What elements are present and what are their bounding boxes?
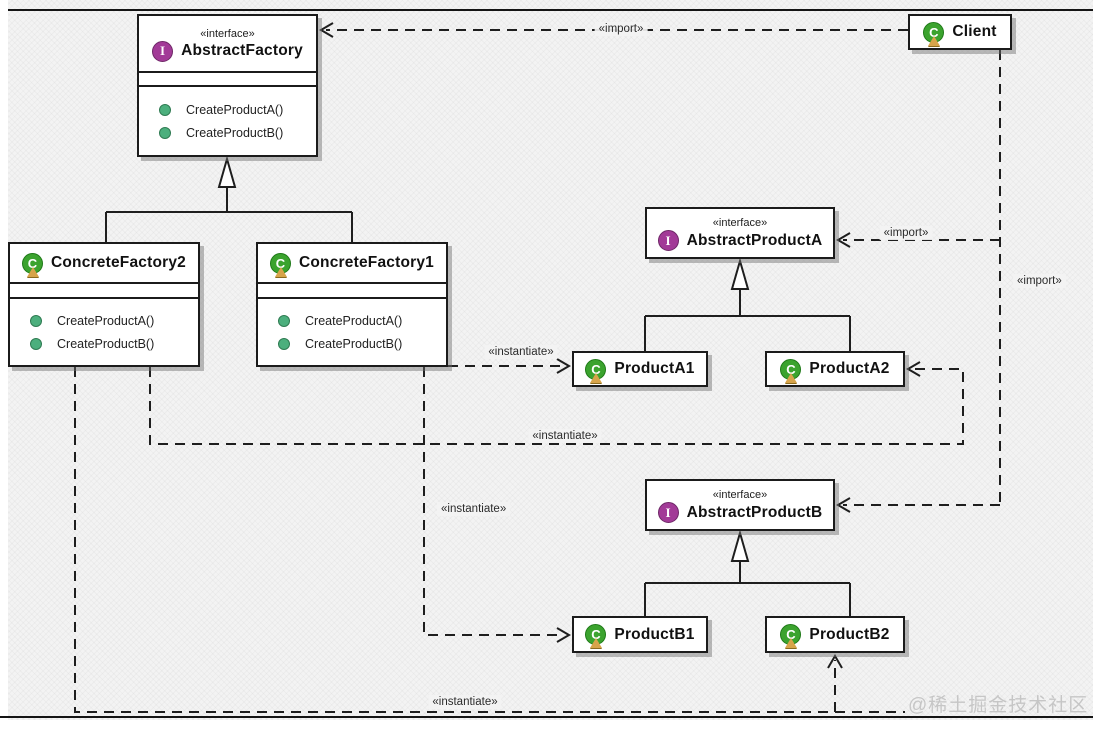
- class-node-product-a1: C ProductA1: [572, 351, 708, 387]
- class-icon-triangle: [590, 638, 603, 648]
- class-node-concrete-factory1: C ConcreteFactory1 CreateProductA() Crea…: [256, 242, 448, 367]
- edge-label-import-client-product-b: «import»: [1013, 274, 1066, 288]
- method-visibility-icon: [159, 103, 171, 116]
- method-row: CreateProductA(): [159, 103, 316, 117]
- method-visibility-icon: [278, 337, 290, 350]
- fields-compartment-empty: [10, 282, 198, 297]
- interface-icon: I: [657, 502, 679, 523]
- method-visibility-icon: [278, 314, 290, 327]
- method-row: CreateProductB(): [30, 337, 198, 351]
- method-name: CreateProductA(): [305, 313, 403, 328]
- class-name: AbstractProductA: [686, 231, 823, 249]
- method-visibility-icon: [159, 126, 171, 139]
- class-icon-triangle: [275, 266, 287, 277]
- interface-icon-letter: I: [665, 504, 671, 520]
- stereotype-label: «interface»: [712, 489, 768, 501]
- class-node-abstract-product-a: «interface» I AbstractProductA: [645, 207, 835, 259]
- class-header: C ConcreteFactory2: [10, 244, 198, 282]
- class-header: «interface» I AbstractFactory: [139, 16, 316, 71]
- class-icon-triangle: [928, 35, 941, 46]
- methods-compartment: CreateProductA() CreateProductB(): [258, 297, 446, 365]
- class-header: «interface» I AbstractProductB: [647, 487, 833, 523]
- stereotype-label: «interface»: [712, 217, 768, 229]
- class-icon: C: [270, 252, 291, 277]
- fields-compartment-empty: [139, 71, 316, 85]
- interface-icon: I: [657, 230, 679, 251]
- method-name: CreateProductB(): [186, 125, 284, 140]
- class-node-product-b1: C ProductB1: [572, 616, 708, 653]
- class-name: ProductB1: [614, 625, 695, 643]
- method-row: CreateProductB(): [159, 126, 316, 140]
- class-icon-letter: C: [786, 627, 796, 642]
- edge-label-instantiate-cf2-b2: «instantiate»: [428, 695, 502, 709]
- class-name: AbstractFactory: [181, 42, 303, 59]
- edge-import-client-products: [836, 50, 1001, 513]
- method-row: CreateProductA(): [278, 314, 446, 328]
- method-name: CreateProductA(): [57, 313, 155, 328]
- class-icon-letter: C: [27, 255, 38, 271]
- methods-compartment: CreateProductA() CreateProductB(): [139, 85, 316, 155]
- edge-label-import-client-abstractfactory: «import»: [594, 22, 648, 36]
- class-node-client: C Client: [908, 14, 1012, 50]
- class-node-product-b2: C ProductB2: [765, 616, 905, 653]
- class-icon-letter: C: [591, 361, 601, 377]
- interface-icon-letter: I: [665, 232, 671, 248]
- class-icon-triangle: [27, 266, 39, 277]
- class-node-product-a2: C ProductA2: [765, 351, 905, 387]
- edge-generalization-factories: [105, 155, 353, 242]
- methods-compartment: CreateProductA() CreateProductB(): [10, 297, 198, 365]
- class-icon-triangle: [785, 638, 798, 648]
- class-name: ProductA2: [809, 360, 890, 377]
- class-icon-triangle: [785, 372, 798, 383]
- class-name: AbstractProductB: [686, 503, 823, 521]
- left-margin: [0, 0, 8, 720]
- watermark: @稀土掘金技术社区: [908, 695, 1089, 716]
- edge-label-instantiate-cf1-b1: «instantiate»: [437, 502, 511, 516]
- edge-label-import-client-product-a: «import»: [879, 226, 933, 240]
- class-node-abstract-product-b: «interface» I AbstractProductB: [645, 479, 835, 531]
- edge-label-instantiate-cf1-a1: «instantiate»: [484, 345, 558, 359]
- fields-compartment-empty: [258, 282, 446, 297]
- class-icon-letter: C: [275, 255, 286, 271]
- class-icon: C: [585, 624, 607, 648]
- class-icon-triangle: [590, 372, 603, 383]
- edge-instantiate-cf2-b2: [74, 367, 905, 713]
- class-header: C ConcreteFactory1: [258, 244, 446, 282]
- method-name: CreateProductB(): [57, 336, 155, 351]
- method-visibility-icon: [30, 337, 42, 350]
- class-node-abstract-factory: «interface» I AbstractFactory CreateProd…: [137, 14, 318, 157]
- interface-icon-letter: I: [160, 43, 166, 58]
- interface-icon: I: [152, 40, 174, 62]
- class-icon-letter: C: [591, 627, 601, 642]
- edge-instantiate-cf1-a1: [448, 358, 571, 374]
- class-name: ProductA1: [614, 360, 695, 377]
- class-name: Client: [952, 23, 997, 40]
- class-icon: C: [780, 624, 802, 648]
- edge-generalization-product-b: [644, 529, 851, 616]
- method-name: CreateProductA(): [186, 102, 284, 117]
- class-icon-letter: C: [786, 361, 796, 377]
- class-header: «interface» I AbstractProductA: [647, 215, 833, 251]
- class-name: ConcreteFactory2: [51, 254, 186, 271]
- bottom-margin: [0, 720, 1093, 736]
- class-icon: C: [923, 21, 945, 46]
- method-row: CreateProductA(): [30, 314, 198, 328]
- class-icon: C: [585, 358, 607, 383]
- class-node-concrete-factory2: C ConcreteFactory2 CreateProductA() Crea…: [8, 242, 200, 367]
- stereotype-label: «interface»: [200, 27, 255, 40]
- class-name: ProductB2: [809, 625, 890, 643]
- method-row: CreateProductB(): [278, 337, 446, 351]
- method-name: CreateProductB(): [305, 336, 403, 351]
- edge-generalization-product-a: [644, 257, 851, 351]
- class-icon: C: [780, 358, 802, 383]
- edge-label-instantiate-cf2-a2: «instantiate»: [528, 429, 602, 443]
- class-icon-letter: C: [929, 24, 939, 40]
- method-visibility-icon: [30, 314, 42, 327]
- class-name: ConcreteFactory1: [299, 254, 434, 271]
- class-icon: C: [22, 252, 43, 277]
